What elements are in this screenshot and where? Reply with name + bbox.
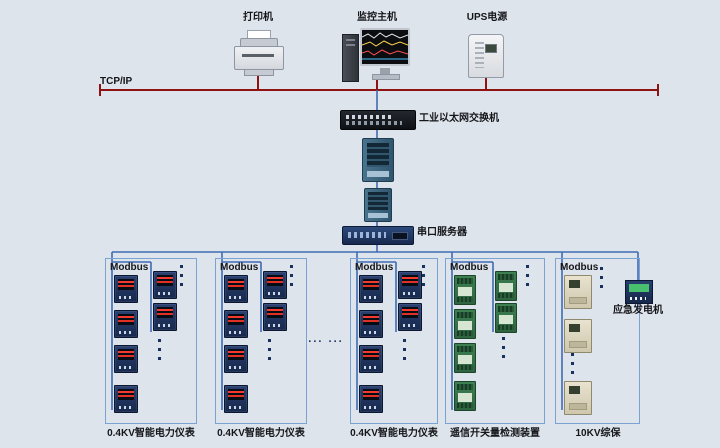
power-meter-icon bbox=[398, 303, 422, 331]
modbus-branch-5: Modbus bbox=[555, 258, 640, 424]
modbus-bus-label: Modbus bbox=[220, 262, 259, 273]
power-meter-icon bbox=[359, 275, 383, 303]
io-module-icon bbox=[454, 343, 476, 373]
power-meter-icon bbox=[359, 385, 383, 413]
branch-4-device-label: 遥信开关量检测装置 bbox=[450, 428, 540, 439]
printer-label: 打印机 bbox=[243, 12, 273, 23]
modbus-bus-label: Modbus bbox=[450, 262, 489, 273]
more-devices-dots bbox=[268, 339, 271, 365]
monitor-screen bbox=[360, 28, 410, 66]
more-devices-dots bbox=[422, 265, 425, 291]
more-devices-dots bbox=[403, 339, 406, 365]
fiber-converter-icon bbox=[362, 138, 394, 182]
power-meter-icon bbox=[359, 310, 383, 338]
more-devices-dots bbox=[502, 337, 505, 363]
serial-server-label: 串口服务器 bbox=[417, 227, 467, 238]
power-meter-icon bbox=[224, 310, 248, 338]
io-module-icon bbox=[495, 303, 517, 333]
power-meter-icon bbox=[224, 385, 248, 413]
printer-icon bbox=[232, 30, 284, 76]
modbus-branch-2: Modbus bbox=[215, 258, 307, 424]
branch-2-device-label: 0.4KV智能电力仪表 bbox=[217, 428, 305, 439]
power-meter-icon bbox=[263, 271, 287, 299]
serial-server-icon bbox=[342, 226, 414, 245]
io-module-icon bbox=[454, 309, 476, 339]
more-devices-dots bbox=[600, 267, 603, 293]
pc-tower bbox=[342, 34, 359, 82]
power-meter-icon bbox=[359, 345, 383, 373]
ups-label: UPS电源 bbox=[466, 12, 508, 23]
io-module-icon bbox=[454, 275, 476, 305]
modbus-bus-label: Modbus bbox=[355, 262, 394, 273]
branch-5-device-label: 10KV综保 bbox=[575, 428, 621, 439]
power-meter-icon bbox=[153, 303, 177, 331]
ethernet-switch-label: 工业以太网交换机 bbox=[419, 113, 499, 124]
branch-3-device-label: 0.4KV智能电力仪表 bbox=[350, 428, 438, 439]
monitor-host-icon bbox=[340, 26, 412, 82]
protection-relay-icon bbox=[564, 319, 592, 353]
more-devices-dots bbox=[571, 353, 574, 379]
power-meter-icon bbox=[263, 303, 287, 331]
generator-label: 应急发电机 bbox=[613, 305, 663, 316]
monitor-base bbox=[372, 74, 400, 80]
modbus-bus-label: Modbus bbox=[560, 262, 599, 273]
printer-tray bbox=[244, 69, 274, 76]
screen-waveform bbox=[361, 32, 409, 60]
generator-controller-icon bbox=[625, 280, 653, 304]
branch-1-device-label: 0.4KV智能电力仪表 bbox=[107, 428, 195, 439]
power-meter-icon bbox=[224, 275, 248, 303]
tcpip-bus-label: TCP/IP bbox=[100, 76, 133, 87]
modbus-branch-3: Modbus bbox=[350, 258, 438, 424]
protection-relay-icon bbox=[564, 275, 592, 309]
io-module-icon bbox=[454, 381, 476, 411]
ups-icon bbox=[468, 34, 504, 78]
protection-relay-icon bbox=[564, 381, 592, 415]
printer-body bbox=[234, 46, 284, 70]
power-meter-icon bbox=[114, 275, 138, 303]
more-branches-dots: ... ... bbox=[308, 333, 344, 345]
printer-output-slot bbox=[242, 54, 274, 57]
modbus-branch-4: Modbus bbox=[445, 258, 545, 424]
more-devices-dots bbox=[180, 265, 183, 291]
io-module-icon bbox=[495, 271, 517, 301]
more-devices-dots bbox=[158, 339, 161, 365]
modbus-bus-label: Modbus bbox=[110, 262, 149, 273]
monitor-stand bbox=[380, 68, 390, 74]
ethernet-switch-icon bbox=[340, 110, 416, 130]
more-devices-dots bbox=[290, 265, 293, 291]
power-meter-icon bbox=[114, 310, 138, 338]
modbus-branch-1: Modbus bbox=[105, 258, 197, 424]
media-converter-icon bbox=[364, 188, 392, 222]
power-meter-icon bbox=[224, 345, 248, 373]
power-meter-icon bbox=[398, 271, 422, 299]
modbus-wiring-lines bbox=[111, 90, 639, 410]
more-devices-dots bbox=[526, 265, 529, 291]
monitor-host-label: 监控主机 bbox=[357, 12, 397, 23]
power-meter-icon bbox=[114, 345, 138, 373]
power-meter-icon bbox=[114, 385, 138, 413]
power-meter-icon bbox=[153, 271, 177, 299]
